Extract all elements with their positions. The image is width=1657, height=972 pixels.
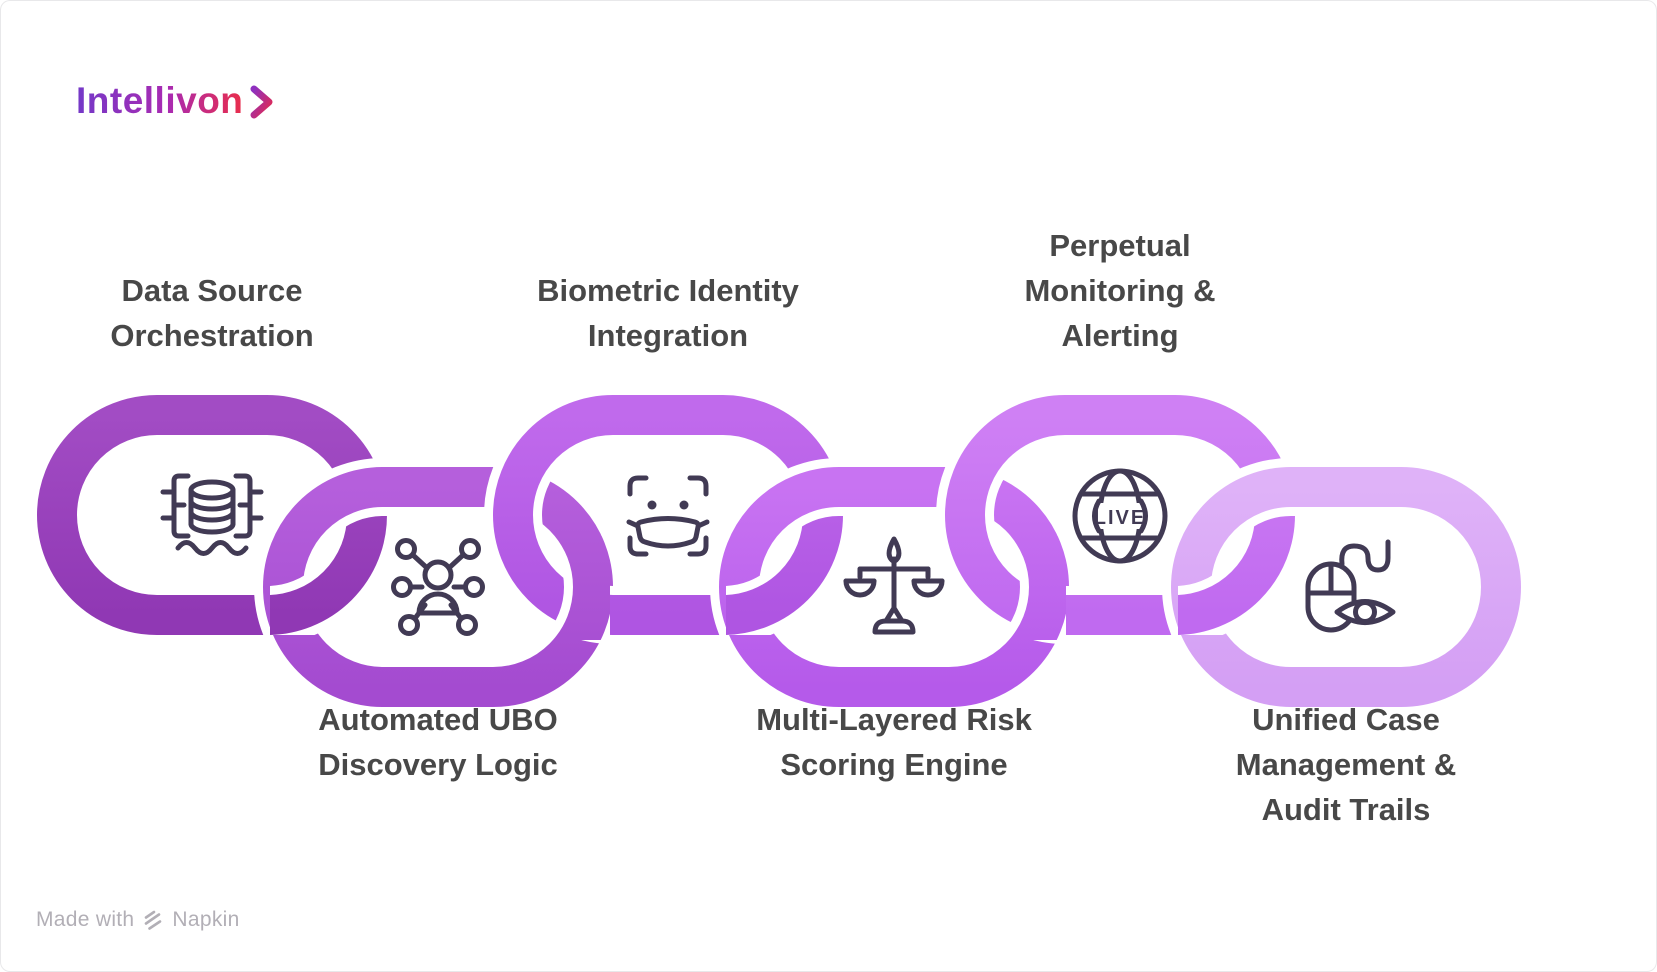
database-orchestration-icon: [160, 473, 264, 556]
mouse-eye-icon: [1305, 539, 1396, 633]
made-with-text: Made with: [36, 908, 135, 931]
link-label-case-mgmt: Unified Case Management & Audit Trails: [1235, 702, 1457, 827]
logo-text: Intellivon: [76, 80, 244, 121]
logo: Intellivon: [76, 80, 275, 122]
link-label-biometric: Biometric Identity Integration: [537, 273, 799, 353]
link-label-monitoring: Perpetual Monitoring & Alerting: [1024, 228, 1216, 353]
link-label-ubo: Automated UBO Discovery Logic: [318, 702, 558, 782]
ubo-network-icon: [391, 538, 485, 636]
link-label-risk-scoring: Multi-Layered Risk Scoring Engine: [756, 702, 1032, 782]
made-with-napkin-watermark: Made with Napkin: [36, 908, 240, 932]
chevron-right-icon: [250, 85, 273, 119]
live-globe-text: LIVE: [1094, 507, 1146, 529]
live-globe-icon: LIVE: [1072, 468, 1168, 564]
napkin-logo-icon: [145, 910, 162, 930]
face-scan-icon: [626, 475, 710, 557]
balance-scale-icon: [843, 536, 945, 635]
napkin-brand-text: Napkin: [172, 908, 240, 931]
link-label-data-source: Data Source Orchestration: [110, 273, 314, 353]
